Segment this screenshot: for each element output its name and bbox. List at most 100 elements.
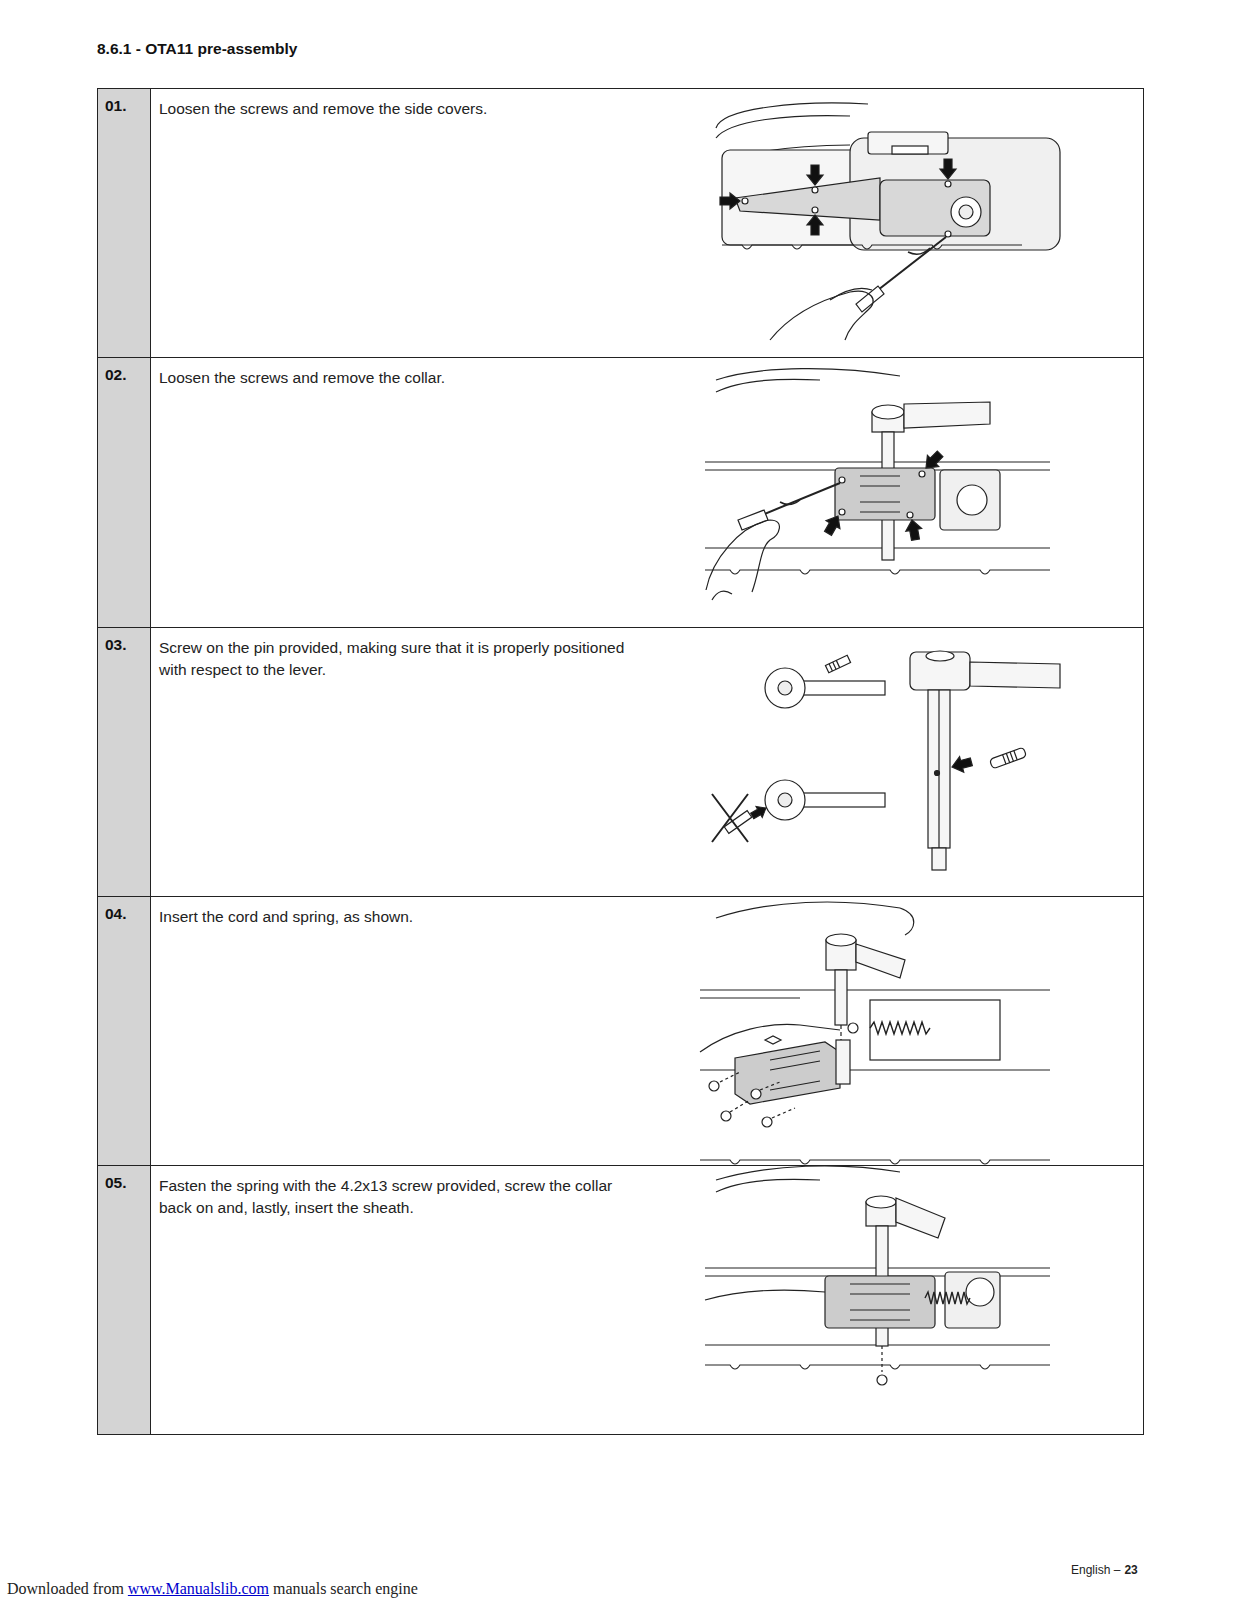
step3-illustration-part xyxy=(800,793,885,807)
step4-illustration-part xyxy=(835,970,847,1025)
step3-illustration-part xyxy=(765,668,805,708)
step5-illustration-part xyxy=(966,1278,994,1306)
step1-illustration-part xyxy=(807,215,823,235)
step-number-cell xyxy=(98,1166,151,1434)
watermark: Downloaded from xyxy=(7,1580,124,1598)
step5-illustration-part xyxy=(705,1290,825,1300)
step-row: 05. Fasten the spring with the 4.2x13 scr… xyxy=(97,1165,1144,1435)
step2-illustration-part xyxy=(716,369,900,392)
step2-illustration-part xyxy=(957,485,987,515)
step3-illustration-part xyxy=(712,794,748,842)
step3-illustration-part-part xyxy=(825,655,850,672)
step2-illustration-part xyxy=(860,476,900,512)
step1-illustration-part xyxy=(945,181,951,187)
step2-illustration-part xyxy=(712,591,732,600)
step5-illustration-part xyxy=(850,1284,910,1320)
step3-illustration-part-part xyxy=(829,660,840,671)
step4-illustration-part xyxy=(730,1100,750,1112)
step4-illustration-part xyxy=(709,1081,772,1127)
step-row: 02.Loosen the screws and remove the coll… xyxy=(97,357,1144,628)
step3-illustration-part xyxy=(778,681,792,695)
step-number: 02. xyxy=(98,358,145,384)
step3-illustration xyxy=(712,651,1060,870)
step-row: 04. Insert the cord and spring, as shown. xyxy=(97,896,1144,1166)
step3-illustration-part xyxy=(926,651,954,661)
section-title: 8.6.1 - OTA11 pre-assembly xyxy=(97,40,297,58)
step-number: 05. xyxy=(98,1166,145,1192)
step-number: 04. xyxy=(98,897,145,923)
step-instruction: Loosen the screws and remove the side co… xyxy=(159,98,639,120)
step2-illustration-part xyxy=(940,470,1000,530)
step-instruction: Insert the cord and spring, as shown. xyxy=(159,906,639,928)
step3-illustration-part xyxy=(970,662,1060,688)
step5-illustration-part xyxy=(705,1365,1050,1369)
step4-illustration-part-part xyxy=(751,1089,761,1099)
step-number: 01. xyxy=(98,89,145,115)
step4-illustration-part-part xyxy=(709,1081,719,1091)
step3-illustration-part xyxy=(749,802,769,821)
step3-illustration-part xyxy=(800,681,885,695)
step-number-cell xyxy=(98,89,151,357)
step1-illustration-part xyxy=(868,132,948,154)
step3-illustration-part xyxy=(989,747,1026,769)
step4-illustration-part-part xyxy=(762,1117,772,1127)
step1-illustration-part xyxy=(830,288,872,300)
step-number-cell xyxy=(98,897,151,1165)
step3-illustration-part xyxy=(932,848,946,870)
step4-illustration-part xyxy=(870,1000,1000,1060)
step4-illustration-part xyxy=(760,1082,780,1090)
step3-illustration-part xyxy=(928,690,950,848)
step5-illustration xyxy=(705,1166,1050,1385)
step4-illustration-part xyxy=(870,1022,930,1034)
step5-illustration-part xyxy=(896,1198,945,1238)
step2-illustration xyxy=(705,369,1050,600)
step2-illustration-part xyxy=(920,448,945,473)
step5-illustration-part xyxy=(716,1166,900,1192)
step3-illustration-part xyxy=(765,780,805,820)
step5-illustration-part xyxy=(866,1196,896,1208)
step4-illustration-part xyxy=(720,1072,740,1082)
step4-illustration-part xyxy=(836,1040,850,1084)
watermark: manuals search engine xyxy=(273,1580,418,1598)
step2-illustration-part xyxy=(821,512,845,537)
step1-illustration-part xyxy=(945,231,951,237)
step-instruction: Fasten the spring with the 4.2x13 screw … xyxy=(159,1175,639,1219)
step4-illustration-part xyxy=(716,902,914,935)
step1-illustration-part xyxy=(959,205,973,219)
step1-illustration-part xyxy=(716,103,868,138)
step5-illustration-part xyxy=(925,1292,970,1304)
step1-illustration-part xyxy=(951,197,981,227)
step2-illustration-part xyxy=(706,520,779,592)
step3-illustration-part-part xyxy=(1003,751,1018,765)
step1-illustration xyxy=(716,103,1060,340)
step-instruction: Screw on the pin provided, making sure t… xyxy=(159,637,639,681)
step3-illustration-part xyxy=(910,652,970,690)
step1-illustration-part xyxy=(850,138,1060,250)
step4-illustration-part xyxy=(735,1042,840,1104)
step4-illustration-part xyxy=(856,944,905,978)
step-number-cell xyxy=(98,358,151,627)
step3-illustration-part xyxy=(825,655,850,672)
step1-illustration-part xyxy=(812,207,818,213)
step4-illustration-part xyxy=(848,1023,858,1033)
step1-illustration-part xyxy=(742,198,748,204)
step2-illustration-part xyxy=(904,519,923,541)
step5-illustration-part xyxy=(881,1346,882,1372)
step3-illustration-part xyxy=(938,690,939,848)
step-number-cell xyxy=(98,628,151,896)
step1-illustration-part xyxy=(812,187,818,193)
step1-illustration-part xyxy=(807,165,823,185)
step5-illustration-part xyxy=(877,1375,887,1385)
page-footer: English – xyxy=(1071,1563,1120,1577)
page-number: 23 xyxy=(1124,1563,1137,1577)
illustrations-part xyxy=(700,103,1060,1385)
step2-illustration-part xyxy=(738,510,768,530)
step4-illustration-part xyxy=(772,1108,795,1118)
step2-illustration-part xyxy=(907,512,913,518)
step2-illustration-part xyxy=(835,468,935,520)
step3-illustration-part xyxy=(935,771,940,776)
step4-illustration-part-part xyxy=(721,1111,731,1121)
step2-illustration-part xyxy=(904,402,990,428)
